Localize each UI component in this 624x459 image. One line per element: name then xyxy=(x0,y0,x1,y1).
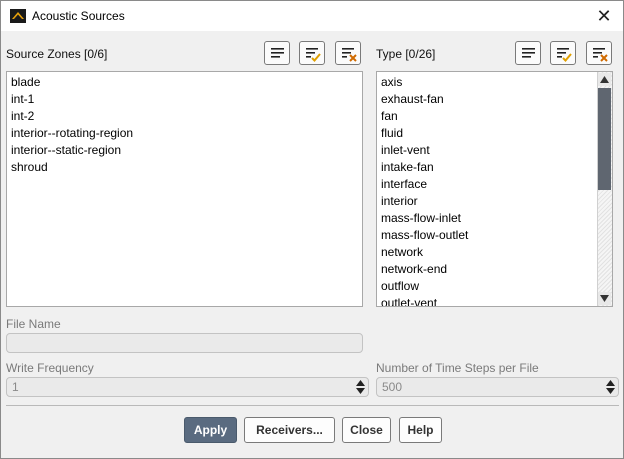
source-zone-item[interactable]: blade xyxy=(11,75,41,89)
type-deselect-all-button[interactable] xyxy=(586,41,612,65)
file-name-label: File Name xyxy=(6,317,61,331)
select-all-icon xyxy=(306,48,321,62)
type-item[interactable]: exhaust-fan xyxy=(381,92,444,106)
separator xyxy=(6,405,619,406)
type-listbox[interactable]: axis exhaust-fan fan fluid inlet-vent in… xyxy=(376,71,613,307)
window-title: Acoustic Sources xyxy=(32,9,125,23)
deselect-all-icon xyxy=(342,48,357,62)
deselect-all-icon xyxy=(593,48,608,62)
type-item[interactable]: fan xyxy=(381,109,398,123)
title-bar: Acoustic Sources ✕ xyxy=(1,1,623,31)
write-frequency-value: 1 xyxy=(12,380,19,394)
scroll-down-icon[interactable] xyxy=(598,292,611,305)
type-item[interactable]: outflow xyxy=(381,279,420,293)
type-item[interactable]: fluid xyxy=(381,126,404,140)
list-all-icon xyxy=(522,48,535,58)
source-zones-list-all-button[interactable] xyxy=(264,41,290,65)
close-button[interactable]: Close xyxy=(342,417,391,443)
spinner-icon[interactable] xyxy=(356,380,365,394)
type-item[interactable]: inlet-vent xyxy=(381,143,430,157)
write-frequency-label: Write Frequency xyxy=(6,361,94,375)
source-zone-item[interactable]: int-1 xyxy=(11,92,35,106)
type-item[interactable]: axis xyxy=(381,75,403,89)
receivers-button[interactable]: Receivers... xyxy=(244,417,335,443)
type-label: Type [0/26] xyxy=(376,47,436,61)
type-item[interactable]: outlet-vent xyxy=(381,296,438,307)
type-item[interactable]: intake-fan xyxy=(381,160,434,174)
apply-button[interactable]: Apply xyxy=(184,417,237,443)
type-item[interactable]: interface xyxy=(381,177,428,191)
ansys-fluent-icon xyxy=(10,9,26,23)
write-frequency-field[interactable]: 1 xyxy=(6,377,369,397)
spinner-icon[interactable] xyxy=(606,380,615,394)
source-zone-item[interactable]: shroud xyxy=(11,160,48,174)
scroll-up-icon[interactable] xyxy=(598,73,611,86)
time-steps-value: 500 xyxy=(382,380,403,394)
source-zones-label: Source Zones [0/6] xyxy=(6,47,108,61)
source-zones-select-all-button[interactable] xyxy=(299,41,325,65)
close-icon[interactable]: ✕ xyxy=(596,6,612,26)
file-name-field[interactable] xyxy=(6,333,363,353)
time-steps-label: Number of Time Steps per File xyxy=(376,361,539,375)
type-item[interactable]: interior xyxy=(381,194,418,208)
time-steps-field[interactable]: 500 xyxy=(376,377,619,397)
source-zone-item[interactable]: interior--static-region xyxy=(11,143,122,157)
type-item[interactable]: mass-flow-inlet xyxy=(381,211,462,225)
type-item[interactable]: network xyxy=(381,245,424,259)
source-zone-item[interactable]: interior--rotating-region xyxy=(11,126,134,140)
type-select-all-button[interactable] xyxy=(550,41,576,65)
source-zones-listbox[interactable]: blade int-1 int-2 interior--rotating-reg… xyxy=(6,71,363,307)
type-item[interactable]: network-end xyxy=(381,262,448,276)
type-item[interactable]: mass-flow-outlet xyxy=(381,228,469,242)
scroll-thumb[interactable] xyxy=(598,88,611,190)
help-button[interactable]: Help xyxy=(399,417,442,443)
type-list-all-button[interactable] xyxy=(515,41,541,65)
list-all-icon xyxy=(271,48,284,58)
source-zones-deselect-all-button[interactable] xyxy=(335,41,361,65)
type-scrollbar[interactable] xyxy=(597,72,612,306)
select-all-icon xyxy=(557,48,572,62)
source-zone-item[interactable]: int-2 xyxy=(11,109,35,123)
